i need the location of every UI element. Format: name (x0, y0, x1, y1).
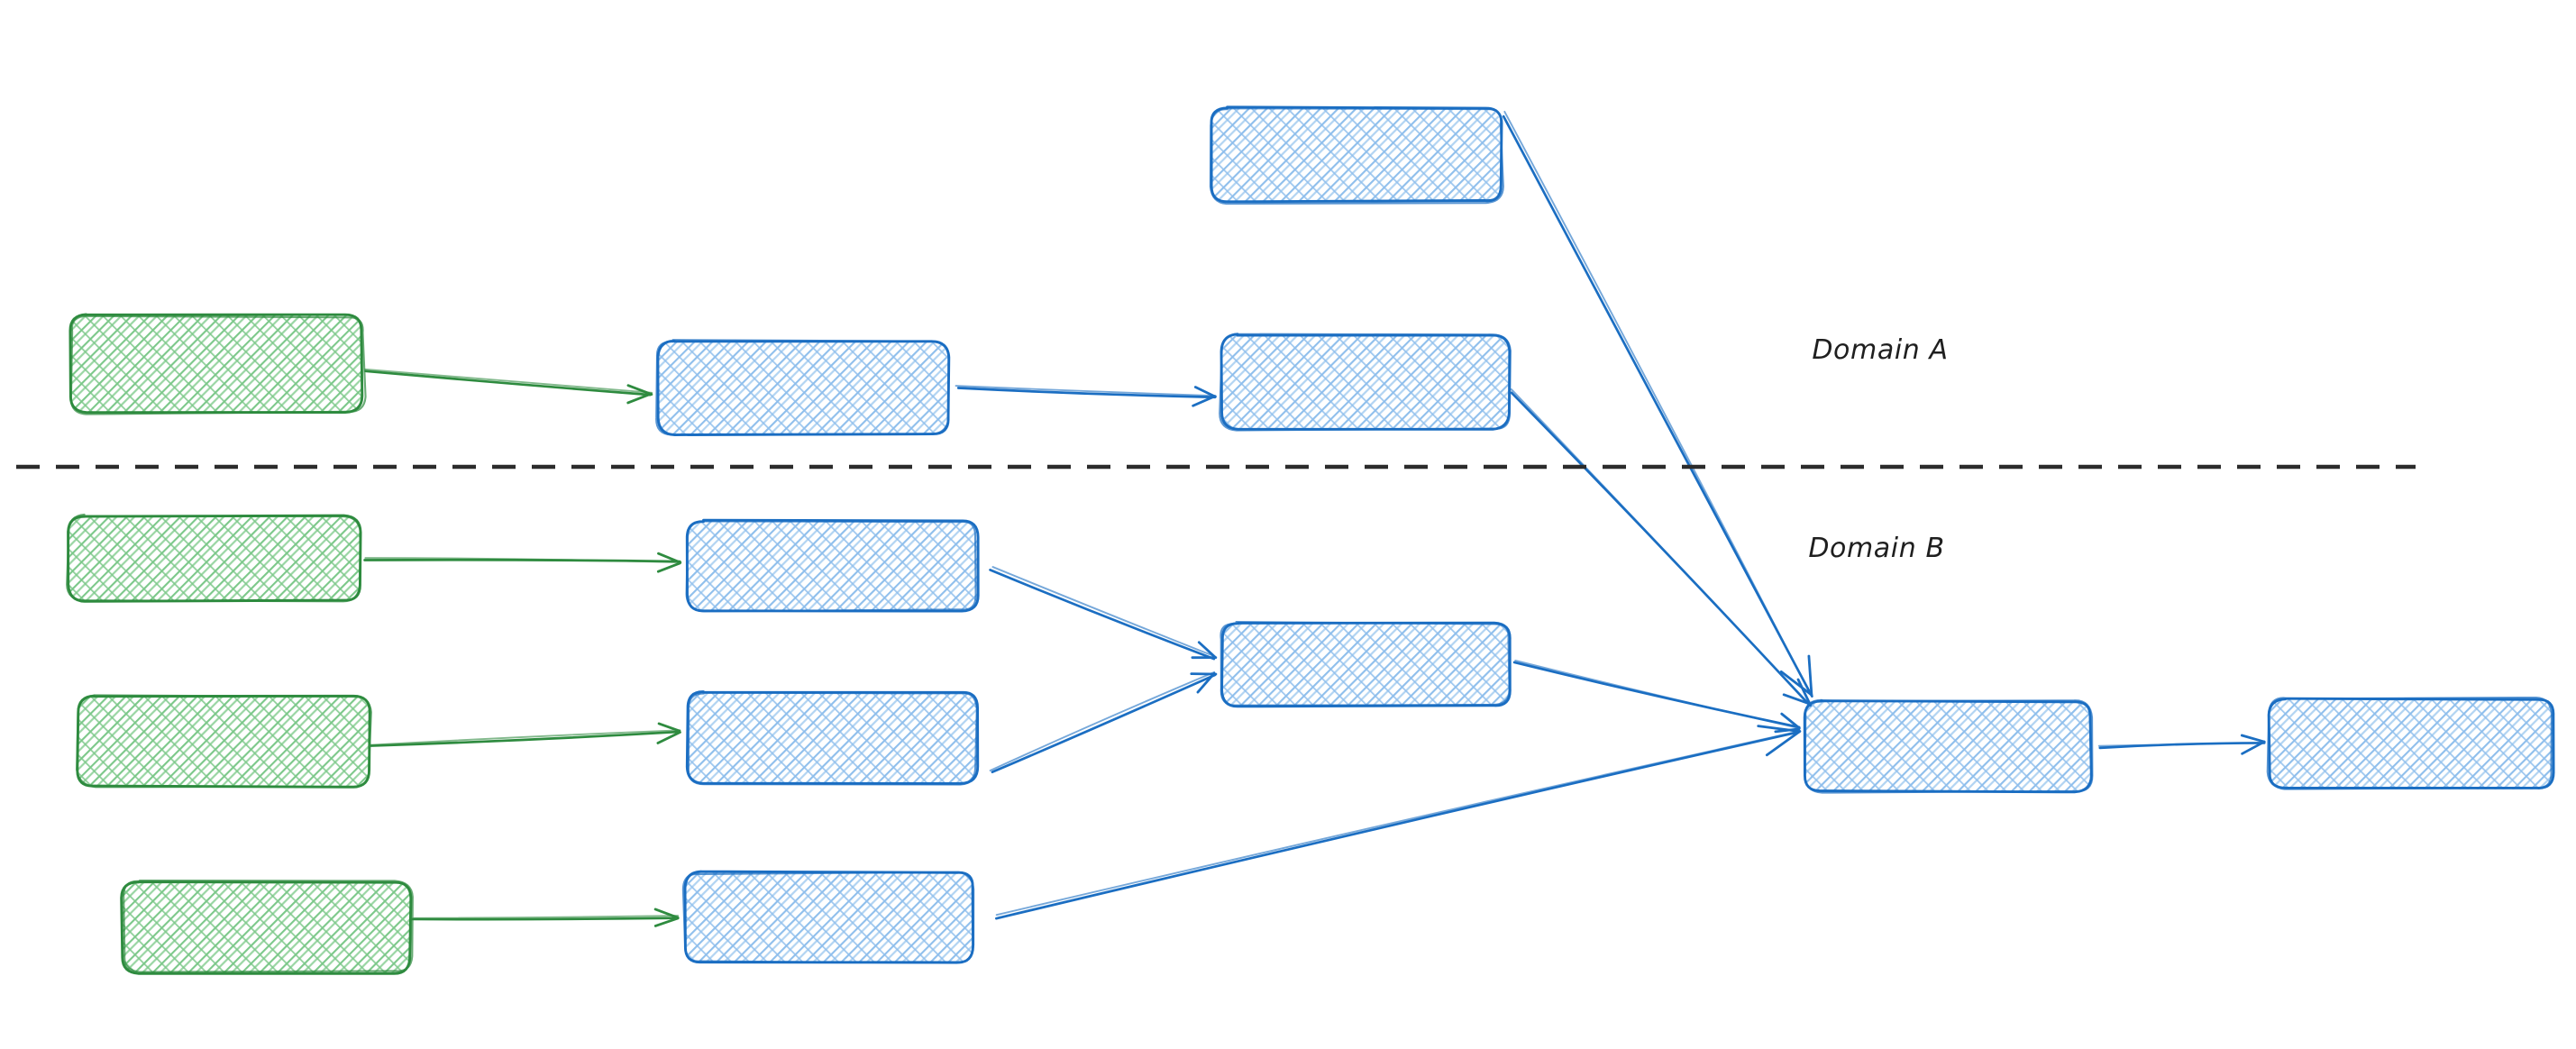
edge-shaft (1503, 110, 1813, 697)
edge-shaft (364, 369, 652, 397)
node-b-src-1[interactable] (66, 513, 362, 603)
edge-shaft (413, 915, 680, 919)
edge-shaft (2097, 742, 2265, 747)
node-outline (76, 694, 372, 789)
node-fill-cross (1221, 335, 1510, 429)
edge-arrowhead (1192, 395, 1217, 407)
nodes-layer (66, 105, 2555, 975)
edge-arrowhead (656, 731, 681, 744)
node-outline (681, 871, 975, 964)
node-b-sink[interactable] (1803, 698, 2094, 794)
edge-arrowhead (656, 561, 681, 573)
node-fill-cross (687, 692, 977, 784)
edge-arrowhead (626, 384, 653, 396)
node-outline (1209, 107, 1504, 205)
node-outline (655, 339, 950, 436)
edges-layer (363, 110, 2266, 927)
node-a-proc-2[interactable] (1219, 333, 1512, 432)
node-fill-cross (1210, 108, 1501, 202)
edge-e9[interactable] (989, 670, 1218, 774)
edge-arrowhead (653, 908, 680, 919)
edge-shaft (364, 557, 682, 564)
edge-shaft (370, 730, 681, 747)
node-outline (687, 691, 978, 786)
edge-arrowhead (1807, 654, 1813, 697)
node-fill-cross (69, 515, 361, 600)
node-outline (69, 315, 367, 415)
node-a-proc-1[interactable] (655, 339, 951, 436)
node-a-src-1[interactable] (69, 313, 367, 415)
edge-shaft (991, 566, 1216, 658)
edge-arrowhead (1796, 678, 1813, 707)
edge-shaft (956, 387, 1217, 399)
edge-e1[interactable] (364, 368, 653, 405)
edge-e6[interactable] (369, 722, 681, 747)
node-b-out[interactable] (2266, 696, 2555, 790)
node-b-proc-3[interactable] (681, 870, 975, 964)
label-domain-a: Domain A (1812, 334, 1948, 366)
node-b-proc-1[interactable] (685, 518, 980, 613)
edge-e4[interactable] (1510, 388, 1813, 707)
node-fill-cross (1221, 624, 1510, 707)
node-outline (685, 520, 977, 613)
node-outline (120, 880, 413, 975)
node-fill-cross (658, 341, 948, 434)
node-outline (1804, 698, 2094, 794)
edge-arrowhead (1780, 712, 1801, 730)
node-outline (66, 513, 361, 603)
edge-e10[interactable] (1512, 659, 1801, 734)
edge-arrowhead (626, 392, 653, 405)
edge-arrowhead (1197, 641, 1217, 659)
node-fill-cross (2270, 699, 2554, 789)
edge-arrowhead (657, 552, 682, 564)
edge-shaft (1502, 114, 1813, 698)
label-domain-b: Domain B (1808, 533, 1944, 564)
node-outline (1219, 333, 1512, 432)
node-b-src-3[interactable] (120, 880, 414, 975)
edge-shaft (989, 569, 1216, 661)
node-outline (123, 880, 414, 973)
edge-arrowhead (657, 722, 681, 733)
edge-e3[interactable] (1502, 110, 1813, 698)
edge-shaft (955, 385, 1217, 397)
edge-e2[interactable] (955, 385, 1217, 407)
node-fill-cross (70, 315, 362, 413)
edge-arrowhead (1757, 725, 1801, 733)
edge-e8[interactable] (989, 566, 1218, 661)
edge-shaft (995, 730, 1801, 917)
edge-shaft (995, 730, 1801, 920)
edge-shaft (364, 368, 653, 394)
node-b-src-2[interactable] (76, 694, 372, 789)
edge-e5[interactable] (363, 552, 682, 573)
node-b-proc-2[interactable] (685, 690, 980, 786)
edge-e12[interactable] (2097, 734, 2266, 755)
edge-shaft (1514, 659, 1799, 729)
node-fill-cross (78, 696, 370, 786)
node-fill-cross (1804, 701, 2091, 791)
node-a-proc-0[interactable] (1209, 105, 1504, 205)
edge-arrowhead (1193, 386, 1217, 398)
edge-arrowhead (653, 917, 680, 927)
edge-arrowhead (1196, 671, 1216, 694)
edge-e7[interactable] (410, 908, 680, 927)
edge-shaft (369, 729, 681, 746)
node-outline (2266, 696, 2553, 790)
edge-shaft (991, 673, 1217, 774)
edge-arrowhead (1779, 670, 1813, 697)
node-fill-cross (685, 872, 973, 962)
node-fill-cross (687, 521, 977, 611)
edge-shaft (989, 670, 1216, 771)
labels-layer: Domain A Domain B (1808, 334, 1948, 564)
edge-arrowhead (1782, 693, 1813, 706)
edge-arrowhead (2241, 740, 2266, 755)
edge-arrowhead (1765, 730, 1802, 757)
edge-arrowhead (2240, 734, 2266, 743)
edge-shaft (1510, 388, 1811, 707)
node-outline (1219, 621, 1511, 707)
node-b-merge[interactable] (1219, 621, 1512, 708)
edge-e11[interactable] (995, 725, 1802, 920)
edge-shaft (410, 917, 679, 921)
node-fill-cross (123, 881, 411, 973)
